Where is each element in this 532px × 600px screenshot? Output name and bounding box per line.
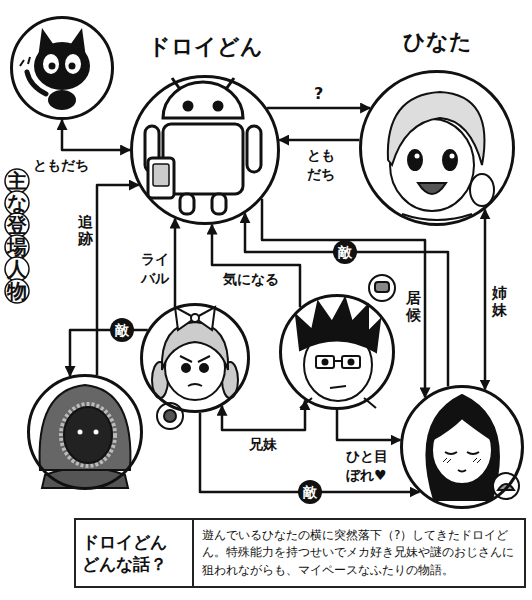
hinata-figure (388, 92, 494, 220)
relation-arrow (62, 120, 130, 150)
character-circle (10, 16, 114, 120)
elder-sister-figure (426, 395, 499, 500)
relation-arrow (279, 139, 359, 142)
relation-arrow (245, 213, 448, 386)
character-circle (27, 374, 143, 490)
hooded-man-figure (40, 385, 131, 488)
relation-arrow (337, 410, 400, 440)
character-circle (279, 294, 395, 410)
summary-heading: ドロイどん どんな話？ (76, 520, 194, 586)
relation-arrow (484, 210, 487, 390)
relation-badge: 敵 (333, 240, 357, 264)
relation-label: ひと目ぼれ♥ (345, 447, 391, 485)
relation-badge: 敵 (110, 318, 134, 342)
relation-arrow (97, 185, 139, 375)
summary-box: ドロイどん どんな話？遊んでいるひなたの横に突然落下（?）してきたドロイどん。特… (74, 518, 526, 588)
circle-grounds (12, 18, 522, 507)
mecha-sister-figure (152, 307, 238, 400)
relation-label: 兄妹 (248, 435, 278, 454)
relation-arrow (70, 330, 148, 376)
mecha-brother-figure (296, 298, 380, 408)
relation-label: 気になる (222, 270, 280, 289)
summary-text: 遊んでいるひなたの横に突然落下（?）してきたドロイどん。特殊能力を持つせいでメカ… (194, 520, 524, 586)
character-name: ドロイどん (148, 32, 263, 62)
relation-label: 追跡 (78, 214, 93, 247)
character-circle: ひなた (359, 70, 515, 226)
relation-arrow (222, 400, 305, 430)
relation-badge: 敵 (298, 480, 322, 504)
relation-arrow (212, 225, 300, 308)
character-circle (140, 303, 250, 413)
character-circle: ドロイどん (130, 75, 280, 225)
relation-label: 居候 (406, 290, 421, 323)
cat-figure (20, 28, 90, 110)
relation-label: ? (312, 84, 325, 103)
character-circle (400, 385, 524, 509)
relation-label: ともだち (306, 146, 338, 184)
title-circles (5, 169, 29, 303)
relation-label: ライバル (140, 250, 172, 288)
relation-label: ともだち (32, 156, 90, 175)
relation-arrow (267, 107, 370, 110)
droid-figure (145, 78, 261, 214)
relation-arrow (174, 219, 177, 307)
relation-label: 姉妹 (492, 285, 507, 318)
character-name: ひなた (403, 27, 472, 57)
section-title: 主な登場人物 (7, 170, 27, 302)
